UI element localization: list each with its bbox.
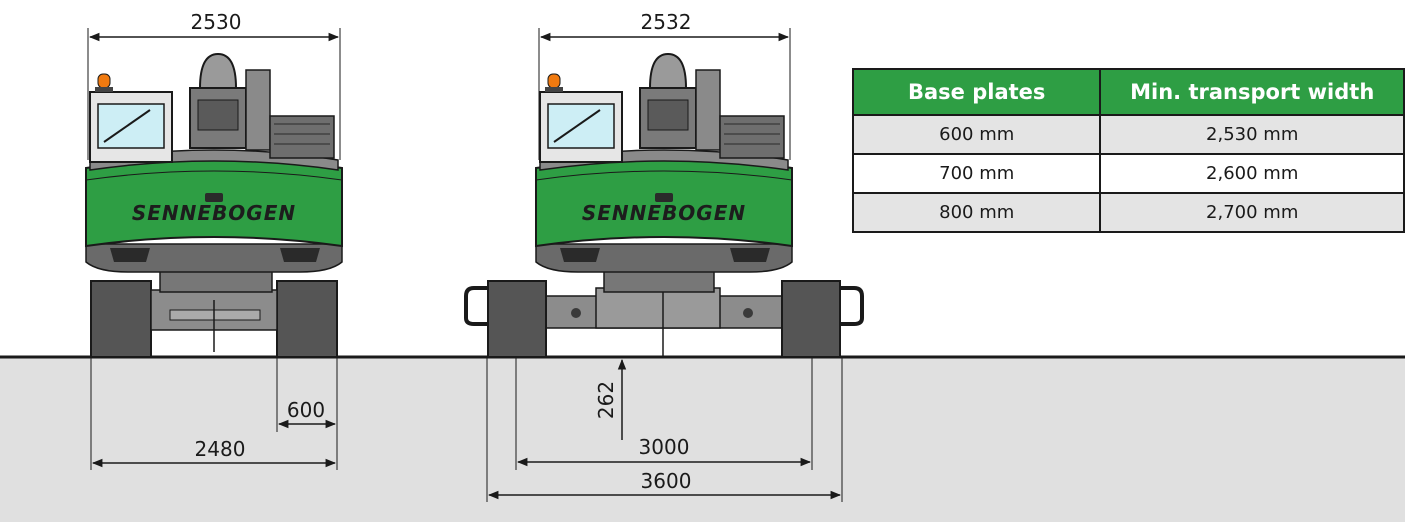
right-overall-width-label: 3600 xyxy=(641,469,692,493)
right-beacon xyxy=(547,73,561,89)
table-cell: 2,530 mm xyxy=(1099,114,1405,155)
left-gauge-label: 2480 xyxy=(195,437,246,461)
table-cell: 2,700 mm xyxy=(1099,192,1405,233)
machine-left: SENNEBOGEN xyxy=(85,52,343,358)
right-brand-logo: SENNEBOGEN xyxy=(582,201,746,225)
left-top-width-label: 2530 xyxy=(191,10,242,34)
left-dimensions: 2530 600 2480 xyxy=(87,10,341,470)
ground-clearance-label: 262 xyxy=(594,381,618,419)
left-track-right xyxy=(276,280,338,358)
left-track-left xyxy=(90,280,152,358)
table-cell: 2,600 mm xyxy=(1099,153,1405,194)
table-cell: 600 mm xyxy=(851,114,1102,155)
right-track-gauge-label: 3000 xyxy=(639,435,690,459)
left-brand-logo: SENNEBOGEN xyxy=(132,201,296,225)
machine-right: SENNEBOGEN xyxy=(464,52,864,358)
table-row: 700 mm 2,600 mm xyxy=(851,153,1405,194)
right-track-right xyxy=(781,280,841,358)
left-beacon xyxy=(97,73,111,89)
right-dimensions: 2532 262 3000 3600 xyxy=(486,10,843,502)
table-cell: 700 mm xyxy=(851,153,1102,194)
header-base-plates: Base plates xyxy=(851,68,1102,116)
table-row: 800 mm 2,700 mm xyxy=(851,192,1405,233)
left-track-width-label: 600 xyxy=(287,398,325,422)
table-header-row: Base plates Min. transport width xyxy=(851,68,1405,116)
right-track-left xyxy=(487,280,547,358)
table-row: 600 mm 2,530 mm xyxy=(851,114,1405,155)
base-plate-width-table: Base plates Min. transport width 600 mm … xyxy=(851,68,1405,233)
header-min-transport-width: Min. transport width xyxy=(1099,68,1405,116)
table-cell: 800 mm xyxy=(851,192,1102,233)
right-top-width-label: 2532 xyxy=(641,10,692,34)
